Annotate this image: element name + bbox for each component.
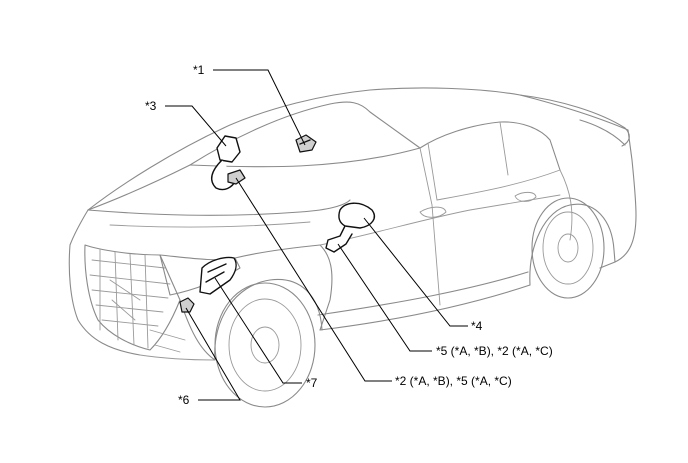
component-1-rain-sensor — [295, 134, 317, 153]
leader-lines — [165, 69, 468, 401]
callout-label-3: *3 — [145, 99, 157, 113]
callout-label-7: *7 — [306, 376, 318, 390]
component-2-connector — [227, 169, 246, 185]
callout-label-6: *6 — [178, 393, 190, 407]
component-6-sensor — [179, 297, 195, 313]
callout-label-1: *1 — [193, 63, 205, 77]
component-4-side-mirror — [325, 202, 376, 253]
car-body — [68, 87, 637, 408]
component-7-headlight-unit — [199, 256, 237, 295]
callout-label-4: *4 — [471, 319, 483, 333]
callout-label-5-2: *5 (*A, *B), *2 (*A, *C) — [436, 344, 553, 358]
callout-label-2-5: *2 (*A, *B), *5 (*A, *C) — [395, 374, 512, 388]
